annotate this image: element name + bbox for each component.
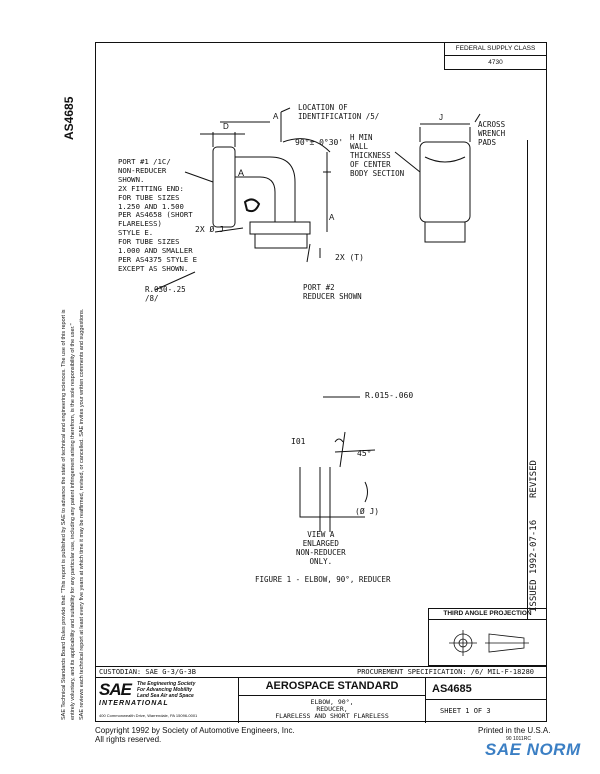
- label-r015: R.015-.060: [365, 391, 413, 400]
- watermark-logo: SAE NORM: [485, 740, 595, 770]
- title-col-div-1: [238, 677, 239, 723]
- std-title-rule: [239, 695, 425, 696]
- title-doc-id: AS4685: [432, 683, 472, 695]
- footer-copyright: Copyright 1992 by Society of Automotive …: [95, 726, 295, 735]
- label-a-top: A: [273, 112, 279, 121]
- projection-label: THIRD ANGLE PROJECTION: [429, 609, 546, 620]
- footer-rights: All rights reserved.: [95, 735, 162, 744]
- fsc-label: FEDERAL SUPPLY CLASS: [445, 43, 546, 56]
- figure-caption: FIGURE 1 - ELBOW, 90°, REDUCER: [255, 575, 391, 584]
- title-block: CUSTODIAN: SAE G-3/G-3B PROCUREMENT SPEC…: [95, 666, 547, 723]
- projection-symbol: [449, 630, 529, 656]
- label-i01: I01: [291, 437, 306, 446]
- doc-id-rule: [426, 699, 547, 700]
- sae-international: INTERNATIONAL: [99, 700, 169, 707]
- sae-logo: SAE The Engineering Society For Advancin…: [99, 680, 235, 720]
- procurement-spec: PROCUREMENT SPECIFICATION: /6/ MIL-F-182…: [357, 668, 535, 676]
- desc-line-3: FLARELESS AND SHORT FLARELESS: [275, 712, 389, 720]
- issued-date: ISSUED 1992-07-16: [529, 519, 539, 612]
- note-location-id: LOCATION OF IDENTIFICATION /5/: [298, 103, 380, 121]
- desc-line-2: REDUCER,: [316, 705, 348, 713]
- view-a-detail: [299, 396, 376, 532]
- note-port2: PORT #2 REDUCER SHOWN: [303, 283, 362, 301]
- label-2x-phi-j: 2X Ø J: [195, 224, 224, 234]
- revision-status: REVISED: [529, 460, 539, 498]
- sae-tagline-1: The Engineering Society: [137, 681, 196, 687]
- note-hmin: H MIN WALL THICKNESS OF CENTER BODY SECT…: [350, 133, 405, 178]
- sheet-number: SHEET 1 OF 3: [440, 707, 491, 715]
- note-radius: R.030-.25 /8/: [145, 285, 186, 303]
- custodian: CUSTODIAN: SAE G-3/G-3B: [99, 668, 196, 676]
- label-45-deg: 45°: [357, 449, 371, 458]
- label-d: D: [223, 122, 229, 131]
- label-2x-t: 2X (T): [335, 253, 364, 262]
- label-angle: 90°± 0°30': [295, 138, 343, 147]
- sae-tagline-3: Land Sea Air and Space: [137, 693, 194, 699]
- title-rule: [95, 677, 547, 678]
- projection-box: THIRD ANGLE PROJECTION: [428, 608, 547, 666]
- disclaimer-line-1: SAE Technical Standards Board Rules prov…: [61, 309, 67, 720]
- sae-logo-mark: SAE: [99, 680, 132, 699]
- footer-printed: Printed in the U.S.A.: [478, 726, 551, 735]
- technical-drawing: D A A A J 90°± 0°30' 2X Ø J 2X (T) R.015…: [154, 107, 481, 532]
- title-col-div-2: [425, 677, 426, 723]
- label-a-left: A: [238, 168, 244, 178]
- note-view-a: VIEW A ENLARGED NON-REDUCER ONLY.: [296, 530, 346, 566]
- drawing-sheet: [95, 42, 547, 722]
- fsc-value: 4730: [488, 59, 503, 66]
- sae-address: 400 Commonwealth Drive, Warrendale, PA 1…: [99, 713, 198, 718]
- sae-tagline-2: For Advancing Mobility: [137, 687, 193, 693]
- elbow-side-view: [394, 113, 481, 243]
- note-across-wrench: ACROSS WRENCH PADS: [478, 120, 506, 147]
- label-a-right: A: [329, 213, 335, 222]
- label-phi-j: (Ø J): [355, 506, 379, 516]
- elbow-main-view: [154, 107, 331, 291]
- disclaimer-line-2: entirely voluntary, and its applicabilit…: [70, 323, 76, 720]
- watermark-text: SAE NORM: [485, 740, 581, 759]
- note-port1: PORT #1 /1C/ NON-REDUCER SHOWN. 2X FITTI…: [118, 157, 198, 273]
- revision-divider: [527, 140, 528, 620]
- desc-line-1: ELBOW, 90°,: [310, 698, 354, 706]
- footer-code: 90 1011RC: [506, 736, 531, 742]
- disclaimer-line-3: SAE reviews each technical report at lea…: [79, 308, 85, 720]
- std-title: AEROSPACE STANDARD: [265, 680, 399, 692]
- fsc-box: FEDERAL SUPPLY CLASS 4730: [444, 42, 547, 70]
- label-j: J: [439, 113, 443, 122]
- side-doc-id: AS4685: [62, 96, 76, 140]
